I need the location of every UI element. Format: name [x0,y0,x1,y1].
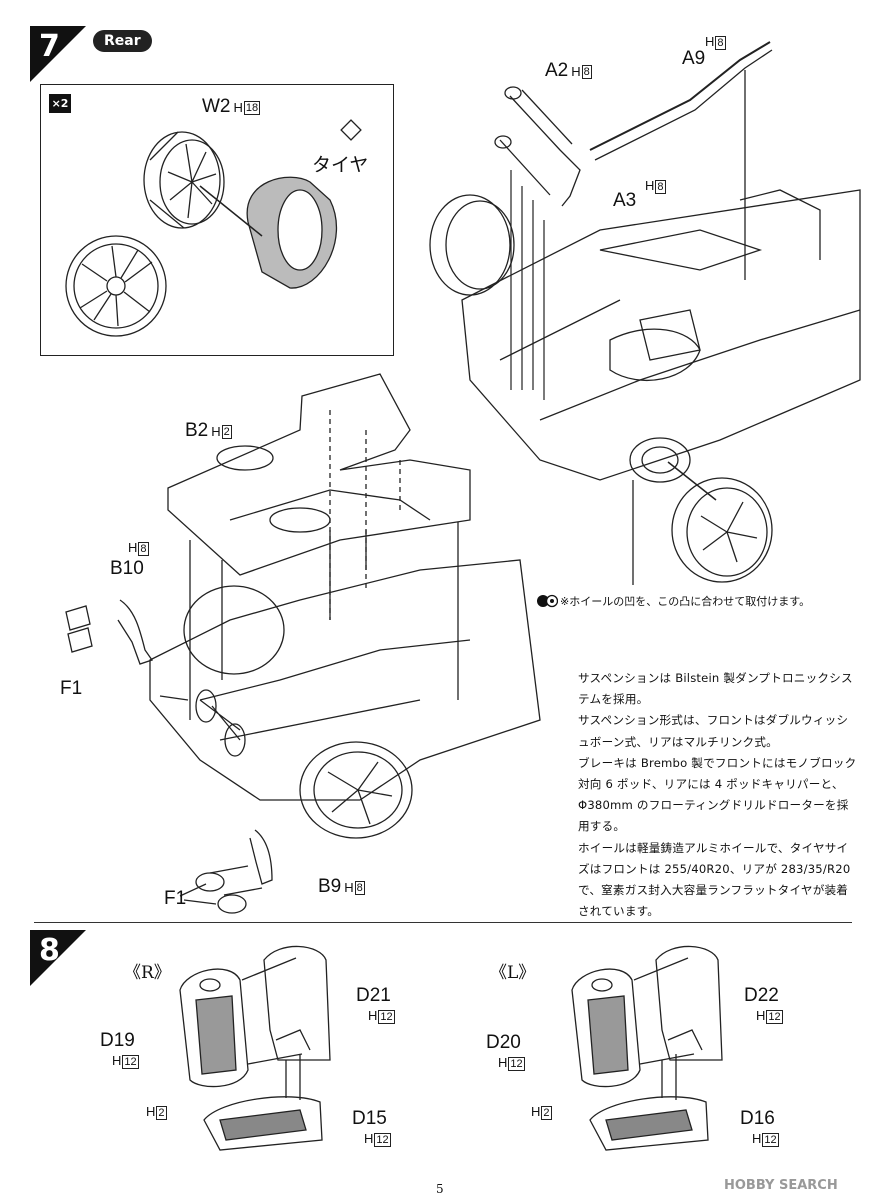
guide-arrows [189,522,459,720]
floor-panel-b2 [167,373,471,576]
rear-badge: Rear [93,30,152,52]
rear-wheel-upper-drawing [429,194,515,296]
tailpipe-b9 [249,829,273,885]
cement-icon [340,119,362,141]
dashed-guides [329,410,401,620]
label-f1-bottom: F1 [164,888,187,909]
label-d22: D22 [744,985,779,1006]
right-seat-label: 《R》 [124,963,171,983]
note-suspension-type: サスペンション形式は、フロントはダブルウィッシュボーン式、リアはマルチリンク式。 [578,713,849,749]
seat-r-cushion [203,1096,323,1151]
mufflers-drawing [195,689,246,757]
exhaust-a2-a3 [494,86,581,207]
label-f1-top: F1 [60,678,83,699]
note-wheels: ホイールは軽量鋳造アルミホイールで、タイヤサイズはフロントは 255/40R20… [578,840,851,919]
seat-l-cushion [589,1096,709,1151]
differential-drawing [609,328,701,382]
label-a3: A3 [613,190,637,211]
seat-r-back [179,968,249,1088]
rear-wheel-lower-drawing [671,477,773,583]
brake-disc-drawing [629,437,691,483]
wheel-w2-drawing [143,131,225,229]
spec-notes: サスペンションは Bilstein 製ダンプトロニックシステムを採用。 サスペン… [578,668,858,922]
label-d20: D20 [486,1032,521,1053]
watermark: HOBBY SEARCH [724,1178,838,1193]
label-a9: A9 [682,48,706,69]
seat-l-shell [655,945,723,1061]
note-brakes: ブレーキは Brembo 製でフロントにはモノブロック対向 6 ポッド、リアには… [578,755,857,834]
finishers-f1-top [65,605,93,653]
label-d15: D15 [352,1108,387,1129]
label-b10: B10 [110,558,144,579]
tire-drawing [246,176,338,289]
seat-l-back [571,968,641,1088]
wheel-front-view [65,235,167,337]
alignment-tip-icon [537,594,558,608]
alignment-arrows-a [510,170,545,400]
step-8-number: 8 [30,930,86,986]
exhaust-a9 [589,41,773,280]
alignment-tip-text: ※ホイールの凹を、この凸に合わせて取付けます。 [560,595,811,608]
label-d21: D21 [356,985,391,1006]
multiplier-badge: ×2 [49,94,71,113]
chassis-rear-lower [149,559,541,801]
step-7-number: 7 [30,26,86,82]
left-seat-label: 《L》 [490,963,536,983]
label-d16: D16 [740,1108,775,1129]
seat-r-shell [263,945,331,1061]
label-d19: D19 [100,1030,135,1051]
finishers-f1-bottom [195,865,263,914]
rear-wheel-lower-left [183,585,413,839]
step-divider [34,922,852,923]
page-number: 5 [436,1182,444,1196]
note-suspension: サスペンションは Bilstein 製ダンプトロニックシステムを採用。 [578,671,853,707]
wheel-inset-box [40,84,394,356]
tailpipe-b10 [117,599,154,665]
label-tire: タイヤ [312,155,369,176]
